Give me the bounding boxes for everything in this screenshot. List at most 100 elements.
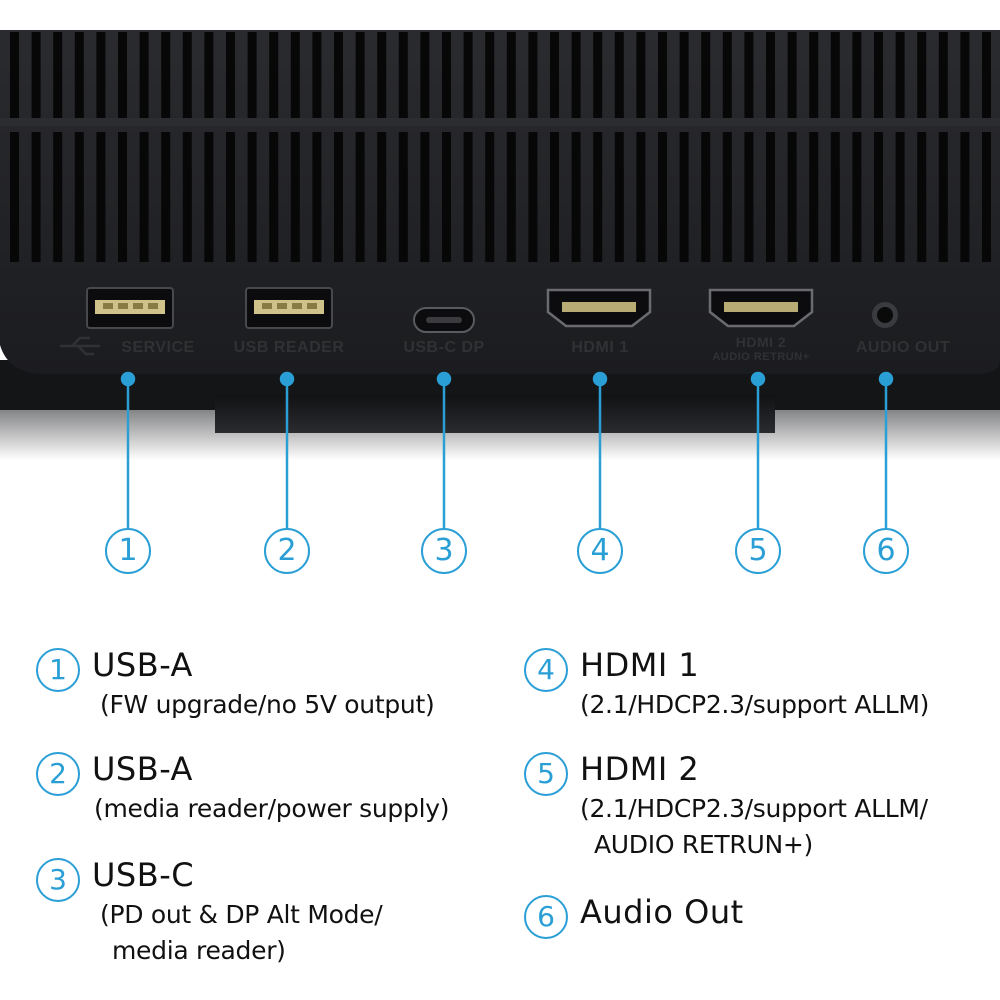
port-label-audio-return: AUDIO RETRUN+ — [712, 351, 809, 363]
callout-number-2: 2 — [264, 528, 310, 574]
legend-number-3: 3 — [36, 858, 80, 902]
vent-slot — [420, 32, 430, 122]
legend-detail-3-line-2: media reader) — [112, 936, 286, 965]
vent-slot — [809, 32, 819, 122]
legend-title-3: USB-C — [92, 856, 195, 894]
callout-dot-2 — [279, 371, 295, 387]
vent-slot — [290, 132, 300, 262]
hdmi-port-1 — [546, 288, 652, 328]
vent-slot — [139, 32, 149, 122]
legend-number-6: 6 — [524, 895, 568, 939]
vent-slot — [182, 32, 192, 122]
device-photo: SERVICE USB READER USB-C DP HDMI 1 HDMI … — [0, 0, 1000, 460]
callout-dot-3 — [436, 371, 452, 387]
vent-slot — [463, 32, 473, 122]
vent-slot — [658, 32, 667, 122]
vent-slot — [917, 132, 927, 262]
vent-slot — [312, 32, 322, 122]
vent-slot — [355, 132, 365, 262]
vent-slot — [809, 132, 819, 262]
vent-slot — [550, 132, 559, 262]
vent-slot — [161, 32, 171, 122]
vent-slot — [442, 132, 451, 262]
port-label-usb-reader: USB READER — [234, 339, 345, 356]
vent-slot — [10, 132, 19, 262]
vent-slot — [938, 32, 948, 122]
vent-slot — [744, 32, 754, 122]
vent-slot — [636, 132, 646, 262]
port-label-hdmi-1: HDMI 1 — [571, 339, 628, 356]
vent-slot — [226, 132, 235, 262]
legend-number-1: 1 — [36, 648, 80, 692]
legend-detail-5-line-1: (2.1/HDCP2.3/support ALLM/ — [580, 794, 928, 823]
vent-slot — [247, 132, 257, 262]
vent-slot — [852, 32, 862, 122]
vent-slot — [377, 32, 387, 122]
vent-slot — [161, 132, 171, 262]
vent-slot — [96, 32, 106, 122]
vent-slot — [658, 132, 667, 262]
callout-number-5: 5 — [735, 528, 781, 574]
vent-slot — [53, 32, 63, 122]
vent-slot — [830, 32, 840, 122]
vent-slot — [485, 132, 495, 262]
vent-slot — [355, 32, 365, 122]
vent-slot — [593, 132, 603, 262]
vent-slot — [463, 132, 473, 262]
vent-slot — [679, 32, 689, 122]
vent-slot — [701, 32, 711, 122]
vent-slot — [204, 32, 214, 122]
callout-number-3: 3 — [421, 528, 467, 574]
vent-slot — [226, 32, 235, 122]
usb-a-port-reader — [245, 287, 333, 329]
vent-slot — [679, 132, 689, 262]
vent-slot — [139, 132, 149, 262]
legend-detail-5-line-2: AUDIO RETRUN+) — [594, 830, 813, 859]
usb-symbol-icon — [60, 336, 100, 356]
vent-slot — [766, 32, 775, 122]
callout-lines — [120, 371, 894, 528]
vent-slot — [744, 132, 754, 262]
legend-title-5: HDMI 2 — [580, 750, 700, 788]
legend-title-4: HDMI 1 — [580, 646, 700, 684]
vent-slot — [96, 132, 106, 262]
port-label-hdmi-2: HDMI 2 — [736, 334, 786, 350]
legend-title-6: Audio Out — [580, 893, 744, 931]
vent-slot — [506, 32, 516, 122]
legend-detail-1-line-1: (FW upgrade/no 5V output) — [100, 690, 435, 719]
legend-title-2: USB-A — [92, 750, 193, 788]
vent-slot — [442, 32, 451, 122]
vent-slot — [571, 32, 581, 122]
vent-grille — [10, 32, 991, 262]
vent-slot — [874, 32, 883, 122]
vent-slot — [830, 132, 840, 262]
legend-detail-3-line-1: (PD out & DP Alt Mode/ — [100, 900, 383, 929]
usb-c-port — [413, 307, 475, 333]
vent-slot — [118, 132, 127, 262]
vent-slot — [917, 32, 927, 122]
legend-title-1: USB-A — [92, 646, 193, 684]
legend-number-4: 4 — [524, 648, 568, 692]
vent-slot — [269, 132, 279, 262]
callout-number-6: 6 — [863, 528, 909, 574]
legend-detail-2-line-1: (media reader/power supply) — [94, 794, 450, 823]
legend-detail-4-line-1: (2.1/HDCP2.3/support ALLM) — [580, 690, 930, 719]
vent-slot — [377, 132, 387, 262]
vent-slot — [74, 132, 84, 262]
vent-slot — [614, 32, 624, 122]
callout-dot-4 — [592, 371, 608, 387]
port-label-audio-out: AUDIO OUT — [856, 339, 950, 356]
vent-slot — [982, 32, 991, 122]
vent-slot — [722, 32, 732, 122]
vent-slot — [398, 132, 408, 262]
vent-slot — [53, 132, 63, 262]
callout-dot-1 — [120, 371, 136, 387]
vent-slot — [960, 32, 970, 122]
vent-slot — [614, 132, 624, 262]
vent-slot — [960, 132, 970, 262]
usb-a-port-service — [86, 287, 174, 329]
vent-slot — [398, 32, 408, 122]
vent-slot — [312, 132, 322, 262]
vent-slot — [550, 32, 559, 122]
vent-slot — [874, 132, 883, 262]
